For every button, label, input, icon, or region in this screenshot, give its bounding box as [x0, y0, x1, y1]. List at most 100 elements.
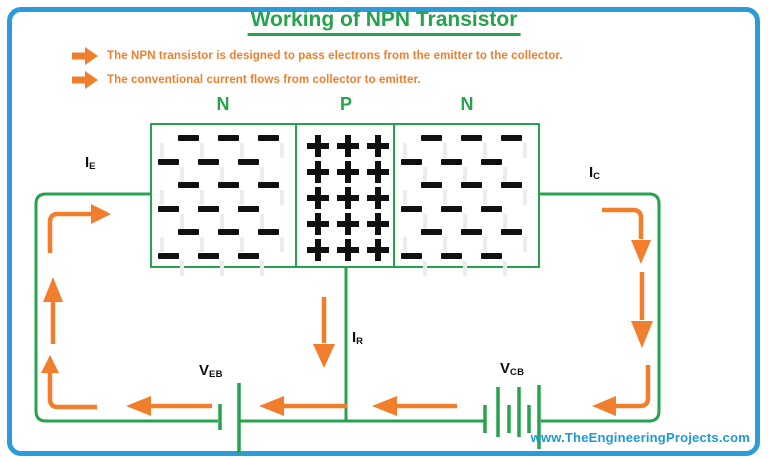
electron-minus-symbol: [461, 229, 482, 235]
faint-lattice-tick: [160, 190, 164, 205]
faint-lattice-tick: [463, 260, 467, 276]
electron-minus-symbol: [441, 252, 462, 259]
corner-right-arrow-top-left: [47, 204, 111, 253]
faint-lattice-tick: [503, 213, 507, 229]
bullet-text: The NPN transistor is designed to pass e…: [107, 49, 563, 62]
faint-lattice-tick: [423, 260, 427, 276]
right-block-arrow-icon: [72, 46, 98, 65]
faint-lattice-tick: [260, 260, 264, 276]
website-watermark: www.TheEngineeringProjects.com: [530, 430, 750, 445]
faint-lattice-tick: [523, 190, 527, 205]
transistor-box: [150, 123, 540, 276]
electron-minus-symbol: [421, 229, 442, 235]
faint-lattice-tick: [443, 143, 447, 158]
faint-lattice-tick: [443, 190, 447, 205]
collector-n-region: [395, 125, 536, 276]
electron-minus-symbol: [401, 158, 422, 165]
electron-minus-symbol: [421, 182, 442, 188]
electron-minus-symbol: [258, 182, 279, 188]
electron-minus-symbol: [421, 135, 442, 141]
down-arrow-base-current: [313, 297, 335, 368]
electron-minus-symbol: [178, 229, 199, 235]
electron-minus-symbol: [198, 158, 219, 165]
electron-minus-symbol: [158, 158, 179, 165]
faint-lattice-tick: [423, 213, 427, 229]
faint-lattice-tick: [483, 237, 487, 252]
electron-minus-symbol: [218, 135, 239, 141]
faint-lattice-tick: [280, 237, 284, 252]
hole-plus-symbol: [307, 161, 329, 183]
hole-plus-symbol: [307, 187, 329, 209]
veb-voltage-label: VEB: [199, 362, 223, 380]
electron-minus-symbol: [401, 205, 422, 212]
faint-lattice-tick: [443, 237, 447, 252]
electron-minus-symbol: [481, 205, 502, 212]
left-arrow-before-veb: [126, 396, 212, 416]
faint-lattice-tick: [160, 143, 164, 158]
faint-lattice-tick: [483, 143, 487, 158]
faint-lattice-tick: [403, 190, 407, 205]
left-arrow-before-vcb: [372, 396, 457, 416]
electron-minus-symbol: [198, 252, 219, 259]
emitter-current-label: IE: [85, 154, 96, 172]
hole-plus-symbol: [367, 213, 389, 235]
electron-minus-symbol: [218, 229, 239, 235]
collector-current-label: IC: [589, 164, 601, 182]
electron-minus-symbol: [441, 158, 462, 165]
base-p-region: [297, 125, 395, 266]
hole-plus-symbol: [337, 161, 359, 183]
hole-plus-symbol: [307, 135, 329, 157]
region-label-base-p: P: [339, 94, 353, 114]
faint-lattice-tick: [240, 237, 244, 252]
faint-lattice-tick: [240, 190, 244, 205]
faint-lattice-tick: [220, 213, 224, 229]
left-arrow-mid-bottom: [259, 396, 347, 416]
faint-lattice-tick: [200, 190, 204, 205]
hole-plus-symbol: [367, 239, 389, 261]
electron-minus-symbol: [238, 205, 259, 212]
faint-lattice-tick: [220, 260, 224, 276]
corner-up-arrow-bottom-left: [41, 355, 97, 410]
faint-lattice-tick: [463, 213, 467, 229]
vcb-voltage-label: VCB: [500, 360, 525, 378]
electron-minus-symbol: [238, 252, 259, 259]
hole-plus-symbol: [337, 135, 359, 157]
faint-lattice-tick: [260, 213, 264, 229]
electron-minus-symbol: [238, 158, 259, 165]
hole-plus-symbol: [367, 135, 389, 157]
faint-lattice-tick: [503, 260, 507, 276]
electron-minus-symbol: [501, 182, 522, 188]
electron-minus-symbol: [218, 182, 239, 188]
faint-lattice-tick: [180, 260, 184, 276]
page-title: Working of NPN Transistor: [247, 8, 521, 36]
bullet-text: The conventional current flows from coll…: [107, 73, 421, 86]
faint-lattice-tick: [503, 166, 507, 182]
electron-minus-symbol: [501, 229, 522, 235]
faint-lattice-tick: [483, 190, 487, 205]
hole-plus-symbol: [337, 213, 359, 235]
electron-minus-symbol: [178, 182, 199, 188]
electron-minus-symbol: [501, 135, 522, 141]
corner-left-arrow-bottom-right: [592, 365, 651, 416]
faint-lattice-tick: [523, 237, 527, 252]
faint-lattice-tick: [423, 166, 427, 182]
hole-plus-symbol: [307, 239, 329, 261]
faint-lattice-tick: [280, 143, 284, 158]
hole-plus-symbol: [337, 187, 359, 209]
faint-lattice-tick: [523, 143, 527, 158]
electron-minus-symbol: [461, 182, 482, 188]
faint-lattice-tick: [280, 190, 284, 205]
region-label-emitter-n: N: [216, 94, 230, 114]
hole-plus-symbol: [367, 187, 389, 209]
faint-lattice-tick: [180, 166, 184, 182]
electron-minus-symbol: [461, 135, 482, 141]
electron-minus-symbol: [198, 205, 219, 212]
electron-minus-symbol: [258, 135, 279, 141]
right-block-arrow-icon: [72, 70, 98, 89]
base-current-label: IR: [352, 329, 364, 347]
electron-minus-symbol: [481, 252, 502, 259]
electron-minus-symbol: [178, 135, 199, 141]
up-arrow-left-wire: [43, 277, 63, 344]
electron-minus-symbol: [401, 252, 422, 259]
